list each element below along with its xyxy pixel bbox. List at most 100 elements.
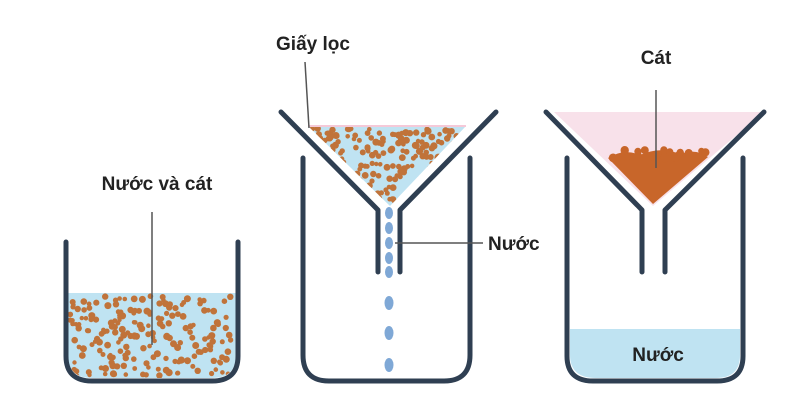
sand-particle	[431, 190, 439, 197]
filtered-water	[570, 329, 740, 378]
sand-particle	[197, 300, 203, 307]
label-water-sand: Nước và cát	[102, 174, 213, 195]
sand-particle	[439, 195, 447, 203]
sand-grain	[672, 154, 680, 162]
sand-particle	[428, 133, 436, 141]
sand-particle	[75, 325, 82, 332]
sand-particle	[68, 317, 73, 323]
sand-particle	[111, 371, 118, 378]
sand-particle	[364, 130, 371, 137]
sand-particle	[447, 146, 454, 153]
sand-particle	[190, 363, 196, 369]
sand-particle	[78, 352, 86, 359]
sand-particle	[329, 126, 336, 134]
sand-particle	[368, 135, 375, 141]
sand-particle	[309, 196, 316, 202]
sand-particle	[131, 320, 137, 325]
sand-particle	[356, 137, 362, 143]
sand-particle	[432, 198, 439, 206]
sand-particle	[93, 299, 100, 306]
sand-particle	[309, 202, 315, 206]
sand-particle	[379, 135, 386, 142]
sand-particle	[351, 136, 357, 142]
sand-particle	[460, 161, 466, 169]
sand-particle	[117, 348, 124, 355]
sand-particle	[436, 176, 443, 183]
sand-particle	[117, 313, 122, 318]
sand-particle	[315, 157, 322, 164]
sand-particle	[84, 328, 91, 334]
sand-particle	[70, 321, 76, 327]
sand-particle	[192, 342, 200, 349]
sand-particle	[136, 307, 142, 314]
sand-particle	[428, 145, 436, 152]
sand-particle	[92, 339, 98, 344]
sand-particle	[372, 149, 379, 156]
sand-particle	[331, 180, 338, 188]
sand-particle	[79, 315, 85, 321]
sand-particle	[318, 193, 325, 200]
sand-particle	[187, 329, 193, 336]
sand-particle	[426, 165, 434, 173]
sand-particle	[92, 316, 100, 323]
sand-particle	[432, 162, 439, 169]
sand-particle	[221, 298, 228, 305]
sand-particle	[227, 293, 234, 300]
sand-particle	[458, 186, 465, 193]
sand-particle	[396, 163, 402, 170]
sand-particle	[427, 154, 434, 160]
sand-particle	[453, 200, 460, 206]
sand-particle	[335, 139, 341, 145]
sand-particle	[88, 312, 96, 320]
sand-grain	[620, 146, 629, 155]
sand-particle	[118, 325, 126, 333]
sand-particle	[76, 344, 82, 350]
sand-particle	[210, 357, 217, 364]
sand-particle	[201, 297, 207, 304]
sand-particle	[339, 148, 345, 154]
sand-particle	[100, 352, 106, 357]
sand-particle	[81, 307, 87, 313]
sand-particle	[219, 339, 225, 345]
sand-particle	[397, 174, 403, 180]
sand-particle	[308, 189, 315, 197]
sand-particle	[375, 173, 382, 179]
sand-particle	[377, 162, 383, 167]
sand-particle	[104, 341, 111, 349]
sand-grain	[640, 146, 649, 155]
sand-particle	[375, 195, 383, 202]
sand-particle	[205, 307, 211, 313]
sand-particles	[68, 293, 234, 378]
sand-particle	[444, 195, 452, 203]
sand-particle	[109, 362, 117, 370]
sand-particle	[389, 196, 396, 202]
sand-particle	[386, 184, 392, 190]
sand-particle	[166, 334, 173, 342]
sand-particle	[143, 360, 150, 367]
sand-particle	[68, 311, 74, 318]
sand-particle	[328, 187, 334, 193]
sand-particle	[450, 140, 457, 147]
sand-particle	[122, 352, 128, 358]
sand-particle	[311, 153, 319, 161]
sand-grain	[660, 146, 668, 154]
sand-particle	[445, 177, 453, 185]
sand-particle	[441, 199, 448, 206]
sand-particle	[321, 137, 328, 144]
sand-particle	[415, 138, 421, 144]
sand-particle	[116, 340, 121, 345]
sand-particle	[169, 312, 176, 319]
sand-particle	[147, 343, 152, 349]
sand-particle	[437, 179, 442, 185]
sand-particle	[165, 320, 172, 327]
beaker-icon	[564, 155, 746, 384]
sand-particle	[331, 199, 338, 206]
sand-particle	[86, 301, 92, 307]
sand-particle	[162, 366, 170, 374]
sand-particle	[324, 198, 331, 204]
water-drops	[384, 296, 394, 372]
sand-particle	[460, 184, 466, 191]
sand-particle	[120, 362, 128, 369]
sand-particle	[442, 127, 449, 134]
sand-particle	[122, 296, 128, 302]
